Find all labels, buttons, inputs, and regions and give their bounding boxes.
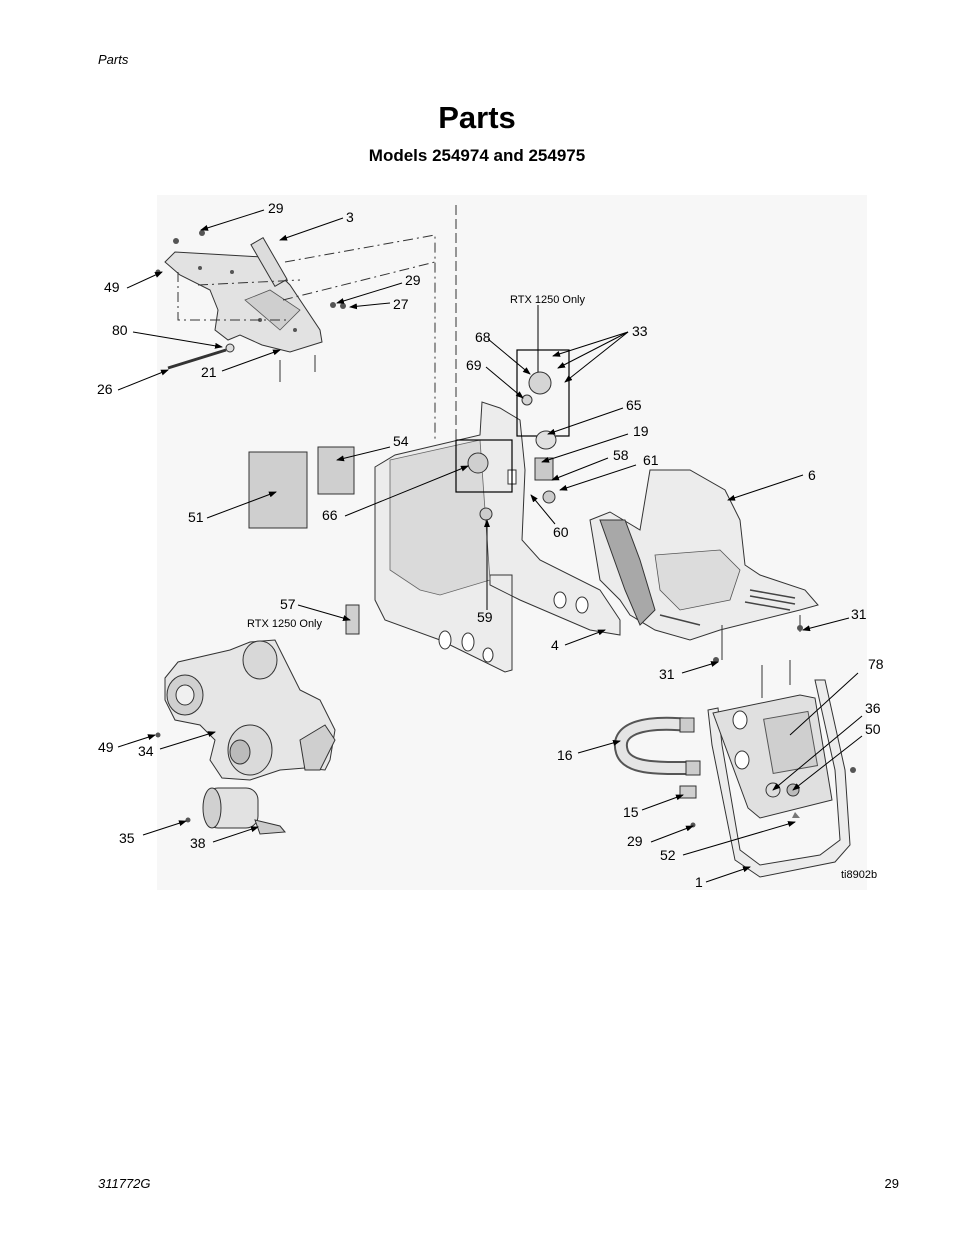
callout-4: 4 <box>551 637 559 653</box>
top-bracket-part <box>164 251 323 353</box>
callout-50: 50 <box>865 721 881 737</box>
cart-frame-part <box>707 679 851 878</box>
callout-78: 78 <box>868 656 884 672</box>
callout-1: 1 <box>695 874 703 890</box>
callout-29: 29 <box>268 200 284 216</box>
fitting-part <box>679 785 697 799</box>
callout-labels: 29 3 29 27 49 80 26 21 68 69 33 65 19 58… <box>97 200 884 890</box>
callout-19: 19 <box>633 423 649 439</box>
callout-36: 36 <box>865 700 881 716</box>
callout-29: 29 <box>627 833 643 849</box>
label-sheet-51 <box>248 451 308 529</box>
label-sheet-54 <box>317 446 355 495</box>
terminal-part <box>542 490 556 504</box>
callout-29: 29 <box>405 272 421 288</box>
callout-66: 66 <box>322 507 338 523</box>
callout-15: 15 <box>623 804 639 820</box>
shroud-part <box>589 469 819 641</box>
callout-49: 49 <box>104 279 120 295</box>
figure-id: ti8902b <box>841 869 877 881</box>
leader-lines <box>117 209 863 883</box>
grommet-part <box>535 430 557 450</box>
callout-54: 54 <box>393 433 409 449</box>
callout-80: 80 <box>112 322 128 338</box>
page-title: Parts <box>438 100 516 135</box>
callout-31: 31 <box>659 666 675 682</box>
callout-34: 34 <box>138 743 154 759</box>
callout-57: 57 <box>280 596 296 612</box>
page-subtitle: Models 254974 and 254975 <box>368 146 586 165</box>
callout-21: 21 <box>201 364 217 380</box>
assembly-path-line <box>177 234 436 442</box>
callout-61: 61 <box>643 452 659 468</box>
callout-26: 26 <box>97 381 113 397</box>
callout-31: 31 <box>851 606 867 622</box>
rtx-only-note: RTX 1250 Only <box>247 618 323 630</box>
capacitor-part <box>202 787 287 835</box>
callout-52: 52 <box>660 847 676 863</box>
rod-part <box>167 348 227 370</box>
callout-16: 16 <box>557 747 573 763</box>
callout-49: 49 <box>98 739 114 755</box>
callout-69: 69 <box>466 357 482 373</box>
small-bracket-part <box>250 237 288 287</box>
callout-35: 35 <box>119 830 135 846</box>
callout-38: 38 <box>190 835 206 851</box>
motor-pump-assembly <box>164 639 336 781</box>
callout-59: 59 <box>477 609 493 625</box>
callout-68: 68 <box>475 329 491 345</box>
callout-6: 6 <box>808 467 816 483</box>
switch-assembly-box <box>455 439 513 493</box>
callout-33: 33 <box>632 323 648 339</box>
callout-27: 27 <box>393 296 409 312</box>
callout-65: 65 <box>626 397 642 413</box>
running-header: Parts <box>98 52 129 67</box>
page-number: 29 <box>884 1176 899 1191</box>
callout-58: 58 <box>613 447 629 463</box>
callout-51: 51 <box>188 509 204 525</box>
callout-3: 3 <box>346 209 354 225</box>
rtx-only-note: RTX 1250 Only <box>510 294 586 306</box>
document-number: 311772G <box>98 1176 151 1191</box>
callout-60: 60 <box>553 524 569 540</box>
